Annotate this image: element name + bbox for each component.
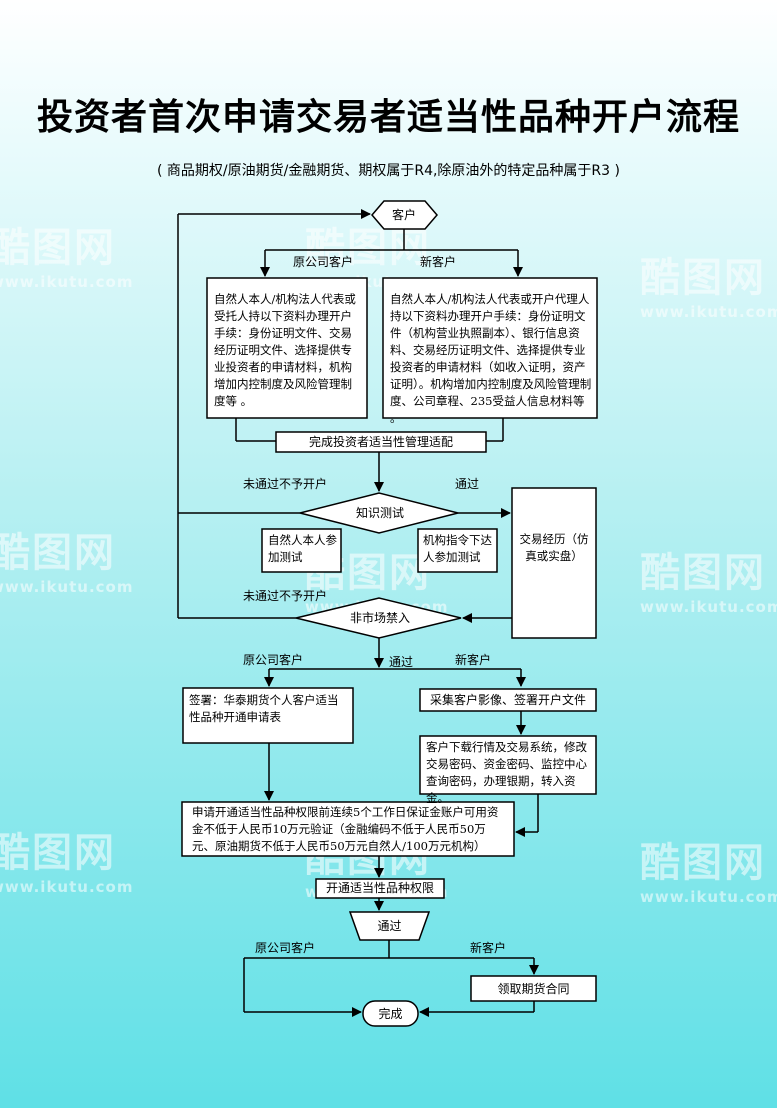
sign-form-box: [182, 687, 354, 744]
customer-node: [371, 200, 438, 230]
new-customer-label-2: 新客户: [455, 653, 492, 667]
new-customer-label-3: 新客户: [470, 941, 507, 955]
suitability-match-box: [275, 431, 487, 453]
apply-permission-box: [181, 801, 515, 857]
sign-form-text: 签署：华泰期货个人客户适当性品种开通申请表: [189, 693, 339, 724]
suitability-match-text: 完成投资者适当性管理适配: [308, 435, 453, 449]
trading-experience-text: 交易经历（仿真或实盘）: [519, 532, 589, 563]
old-customer-label: 原公司客户: [293, 255, 354, 269]
institution-test-box: [417, 528, 498, 573]
old-customer-docs-box: [206, 277, 368, 419]
market-ban-text: 非市场禁入: [349, 611, 410, 625]
old-customer-label-3: 原公司客户: [255, 941, 316, 955]
download-system-text: 客户下载行情及交易系统，修改交易密码、资金密码、监控中心查询密码，办理银期，转入…: [426, 740, 587, 805]
old-customer-docs-text: 自然人本人/机构法人代表或受托人持以下资料办理开户手续：身份证明文件、交易经历证…: [214, 292, 356, 408]
collect-images-text: 采集客户影像、签署开户文件: [429, 693, 586, 707]
fail-label-2: 未通过不予开户: [243, 589, 328, 603]
open-permission-text: 开通适当性品种权限: [325, 881, 434, 895]
natural-person-test-box: [261, 528, 342, 573]
pass-label-1: 通过: [455, 477, 480, 491]
open-permission-box: [315, 878, 445, 899]
futures-contract-text: 领取期货合同: [497, 982, 570, 996]
knowledge-test-text: 知识测试: [355, 506, 404, 520]
new-customer-label: 新客户: [420, 255, 457, 269]
passed-gate: [348, 911, 431, 941]
institution-test-text: 机构指令下达人参加测试: [423, 533, 492, 564]
pass-label-2: 通过: [389, 655, 414, 669]
customer-label: 客户: [392, 208, 417, 222]
natural-person-test-text: 自然人本人参加测试: [268, 533, 337, 564]
passed-gate-text: 通过: [377, 919, 402, 933]
download-system-box: [419, 735, 597, 795]
new-customer-docs-box: [382, 277, 598, 419]
trading-experience-box: [511, 487, 597, 639]
collect-images-box: [419, 688, 597, 712]
page-title: 投资者首次申请交易者适当性品种开户流程: [36, 97, 740, 138]
done-node: [362, 1000, 419, 1027]
apply-permission-text: 申请开通适当性品种权限前连续5个工作日保证金账户可用资金不低于人民币10万元验证…: [192, 805, 499, 853]
market-ban-diamond: [295, 597, 462, 639]
fail-label-1: 未通过不予开户: [243, 477, 328, 491]
new-customer-docs-text: 自然人本人/机构法人代表或开户代理人持以下资料办理开户手续：身份证明文件（机构营…: [390, 292, 592, 425]
page-subtitle: ( 商品期权/原油期货/金融期货、期权属于R4,除原油外的特定品种属于R3 ): [157, 163, 620, 179]
futures-contract-box: [470, 975, 597, 1002]
done-text: 完成: [378, 1007, 403, 1021]
old-customer-label-2: 原公司客户: [243, 653, 304, 667]
